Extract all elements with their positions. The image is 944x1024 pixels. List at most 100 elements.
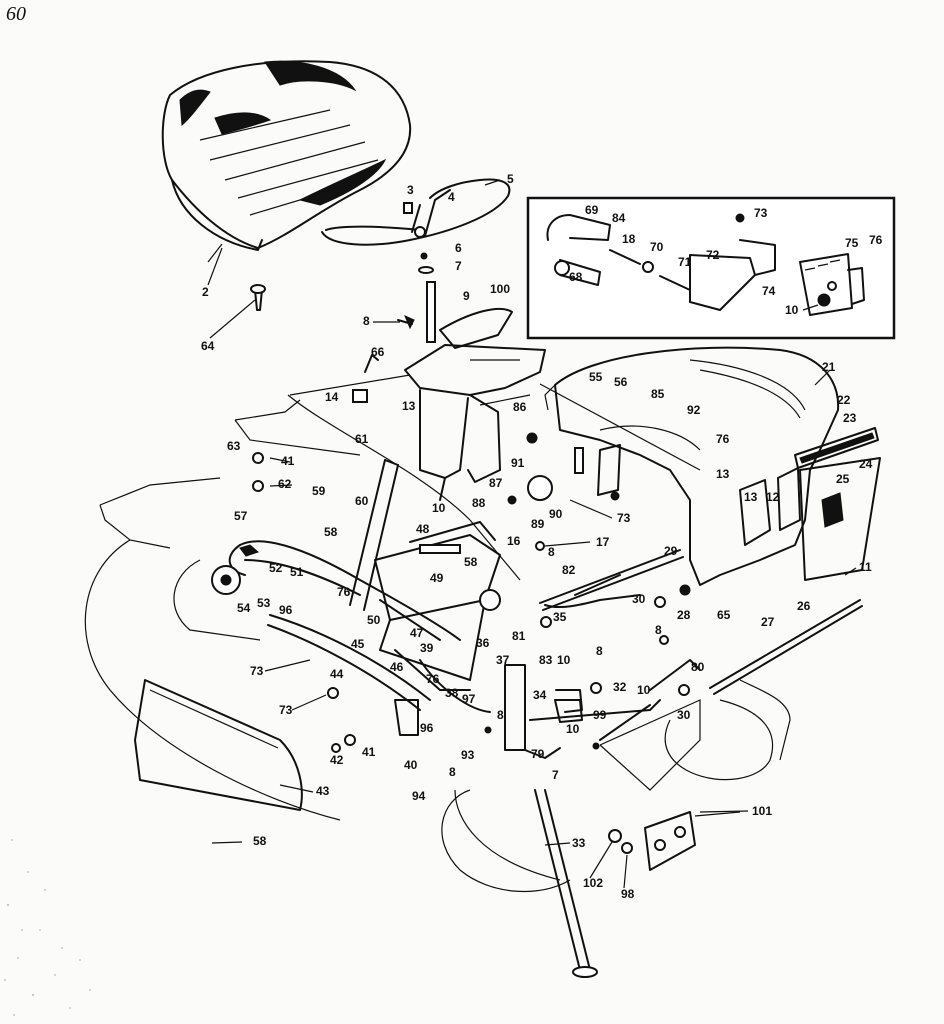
callout-c86: 86 (513, 400, 527, 414)
callout-c8f: 8 (655, 623, 662, 637)
callout-c91: 91 (511, 456, 525, 470)
callout-c13c: 13 (744, 490, 758, 504)
callout-c41b: 41 (362, 745, 376, 759)
callout-c25: 25 (836, 472, 850, 486)
callout-c10e: 10 (785, 303, 799, 317)
callout-c18: 18 (622, 232, 636, 246)
column-hardware (250, 202, 513, 349)
frame-plate (99, 374, 521, 581)
drive-belt (211, 540, 491, 713)
side-panel (134, 679, 303, 844)
callout-c76d: 76 (869, 233, 883, 247)
callout-c6: 6 (455, 241, 462, 255)
seat (161, 60, 412, 263)
callout-c61: 61 (355, 432, 369, 446)
callout-c17: 17 (596, 535, 610, 549)
callout-c50: 50 (367, 613, 381, 627)
callout-c66: 66 (371, 345, 385, 359)
leader-lines (207, 179, 857, 889)
callout-c82: 82 (562, 563, 576, 577)
callout-c43: 43 (316, 784, 330, 798)
callout-c97: 97 (462, 692, 476, 706)
callout-c75: 75 (845, 236, 859, 250)
callout-c2: 2 (202, 285, 209, 299)
callout-c7b: 7 (552, 768, 559, 782)
callout-c10c: 10 (566, 722, 580, 736)
callout-c102: 102 (583, 876, 603, 890)
deck-outline (84, 539, 341, 821)
hardware-bits (252, 432, 691, 753)
callout-c8c: 8 (596, 644, 603, 658)
callout-c13a: 13 (402, 399, 416, 413)
callout-c26: 26 (797, 599, 811, 613)
callout-c4: 4 (448, 190, 455, 204)
callout-c9: 9 (463, 289, 470, 303)
callout-c14: 14 (325, 390, 339, 404)
callout-c85: 85 (651, 387, 665, 401)
dash-tower (352, 344, 546, 501)
callout-c101: 101 (752, 804, 772, 818)
callout-c39: 39 (420, 641, 434, 655)
callout-c35: 35 (553, 610, 567, 624)
callout-c83: 83 (539, 653, 553, 667)
callout-c49: 49 (430, 571, 444, 585)
callout-c30b: 30 (677, 708, 691, 722)
callout-c60: 60 (355, 494, 369, 508)
callout-c33: 33 (572, 836, 586, 850)
callout-c62: 62 (278, 477, 292, 491)
inset-box (526, 196, 896, 340)
callout-c8d: 8 (497, 708, 504, 722)
callout-c92: 92 (687, 403, 701, 417)
callout-c98: 98 (621, 887, 635, 901)
callout-c58b: 58 (464, 555, 478, 569)
callout-c29: 29 (664, 544, 678, 558)
grille (794, 427, 881, 581)
callout-c27: 27 (761, 615, 775, 629)
hood (539, 346, 840, 586)
callout-c7: 7 (455, 259, 462, 273)
callout-c41a: 41 (281, 454, 295, 468)
callout-c70: 70 (650, 240, 664, 254)
callout-c10d: 10 (637, 683, 651, 697)
callout-c73d: 73 (754, 206, 768, 220)
callout-c40: 40 (404, 758, 418, 772)
callout-c64: 64 (201, 339, 215, 353)
callout-c59: 59 (312, 484, 326, 498)
callout-c73c: 73 (279, 703, 293, 717)
callout-c55: 55 (589, 370, 603, 384)
callout-c89: 89 (531, 517, 545, 531)
callout-c79: 79 (531, 747, 545, 761)
callout-c28: 28 (677, 608, 691, 622)
callout-c88: 88 (472, 496, 486, 510)
callout-c37: 37 (496, 653, 510, 667)
callout-c80: 80 (691, 660, 705, 674)
callout-c81: 81 (512, 629, 526, 643)
callout-c24: 24 (859, 457, 873, 471)
callout-c44: 44 (330, 667, 344, 681)
callout-c76c: 76 (426, 672, 440, 686)
callout-c8b: 8 (548, 545, 555, 559)
callout-c32: 32 (613, 680, 627, 694)
callout-c12: 12 (766, 490, 780, 504)
callout-c58c: 58 (253, 834, 267, 848)
callout-c51: 51 (290, 565, 304, 579)
callout-c73a: 73 (617, 511, 631, 525)
callout-c8e: 8 (449, 765, 456, 779)
callout-c63: 63 (227, 439, 241, 453)
callout-c100: 100 (490, 282, 510, 296)
callout-c71: 71 (678, 255, 692, 269)
callout-c52: 52 (269, 561, 283, 575)
callout-c11: 11 (859, 560, 872, 574)
callout-c76a: 76 (716, 432, 730, 446)
callout-c96a: 96 (279, 603, 293, 617)
callout-c93: 93 (461, 748, 475, 762)
callout-c96b: 96 (420, 721, 434, 735)
callout-c84: 84 (612, 211, 626, 225)
callout-c47: 47 (410, 626, 424, 640)
callout-c56: 56 (614, 375, 628, 389)
callout-c57: 57 (234, 509, 248, 523)
callout-c48: 48 (416, 522, 430, 536)
